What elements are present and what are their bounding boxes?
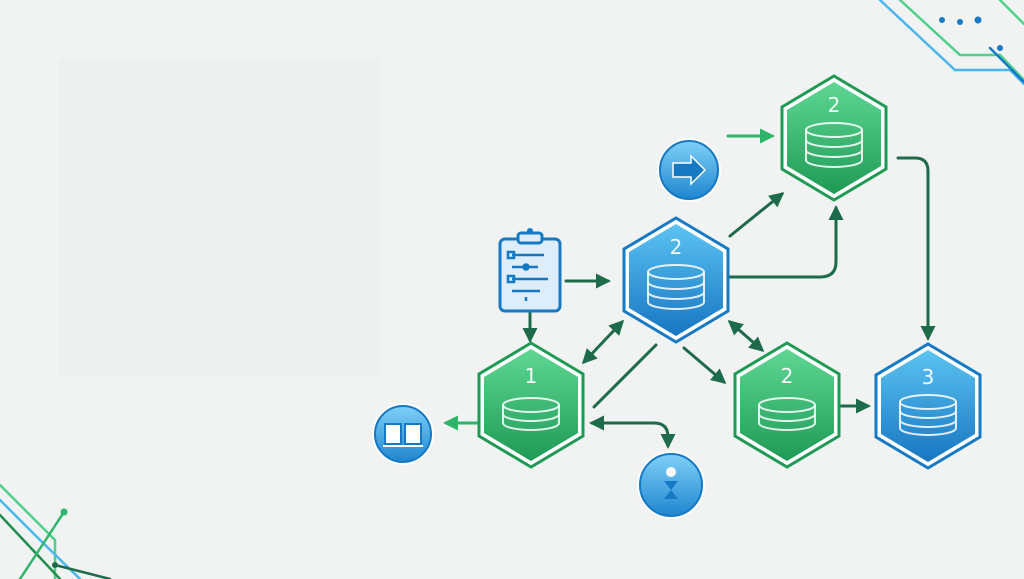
database-stack-icon	[899, 394, 957, 436]
clipboard-icon[interactable]	[498, 228, 562, 313]
database-node-left[interactable]: 1	[477, 341, 585, 469]
arrow-right-circle-icon[interactable]	[657, 138, 721, 202]
database-stack-icon	[647, 264, 705, 310]
node-label: 3	[922, 365, 935, 389]
corner-decoration-top-right	[878, 0, 1024, 86]
database-node-right[interactable]: 3	[874, 342, 982, 470]
database-stack-icon	[502, 397, 560, 431]
blank-panel	[58, 58, 380, 376]
node-label: 2	[670, 235, 683, 259]
edge-center-top-diagonal	[728, 192, 785, 238]
database-node-top[interactable]: 2	[780, 74, 888, 202]
edge-center-top-elbow	[726, 205, 844, 279]
corner-decoration-bottom-left	[0, 483, 112, 579]
edge-center-middle	[727, 320, 765, 352]
database-node-center[interactable]: 2	[622, 216, 730, 344]
edge-center-left	[581, 319, 625, 365]
connectors	[443, 128, 936, 449]
node-label: 1	[525, 364, 538, 388]
edge-center-middle-2	[682, 346, 727, 384]
edge-center-lower	[592, 343, 658, 409]
node-label: 2	[781, 364, 794, 388]
edge-left-transfer	[589, 415, 676, 449]
database-stack-icon	[805, 122, 863, 168]
node-label: 2	[828, 93, 841, 117]
database-stack-icon	[758, 397, 816, 431]
database-node-middle[interactable]: 2	[733, 341, 841, 469]
edge-top-right	[896, 156, 936, 341]
transfer-circle-icon[interactable]	[637, 451, 705, 519]
book-circle-icon[interactable]	[372, 403, 434, 465]
